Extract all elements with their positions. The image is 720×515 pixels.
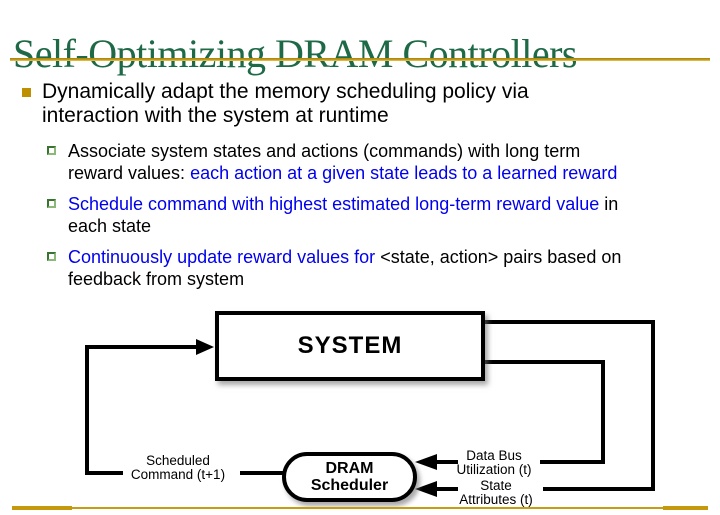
bullet-text-segment: <state, action> pairs based on [380, 247, 622, 267]
bullet-text-segment: Dynamically adapt the memory scheduling … [42, 80, 529, 103]
data-bus-utilization-line [485, 360, 605, 464]
scheduled-command-line [85, 345, 197, 475]
scheduled-command-label-line2: Command (t+1) [130, 467, 226, 482]
data-bus-label-line2: Utilization (t) [456, 462, 532, 477]
sub-bullet-item: Continuously update reward values for <s… [0, 246, 720, 290]
bullet-item: Dynamically adapt the memory scheduling … [0, 80, 720, 128]
system-box-label: SYSTEM [297, 332, 403, 359]
bullet-text-segment: reward values: [68, 163, 191, 183]
slide-title: Self-Optimizing DRAM Controllers [13, 30, 577, 76]
bullet-line: each state [68, 215, 720, 237]
state-attributes-label: State Attributes (t) [435, 479, 557, 507]
sub-bullet-item: Associate system states and actions (com… [0, 140, 720, 184]
scheduled-command-label-line1: Scheduled [146, 453, 210, 468]
bullet-text-segment: Associate system states and actions (com… [68, 141, 581, 161]
bullet-line: Dynamically adapt the memory scheduling … [42, 80, 720, 104]
footer-rule-right-accent [663, 506, 708, 510]
sub-bullet-square-icon [47, 252, 56, 261]
dram-scheduler-label-line2: Scheduler [310, 477, 389, 494]
bullet-line: feedback from system [68, 268, 720, 290]
bullet-text-segment: Continuously update reward values for [68, 247, 381, 267]
bullet-line: reward values: each action at a given st… [68, 162, 720, 184]
system-box: SYSTEM [215, 311, 485, 381]
bullet-text-segment: each action at a given state leads to a … [190, 163, 618, 183]
bullet-line: interaction with the system at runtime [42, 104, 720, 128]
title-underline-rule [10, 58, 710, 61]
bullet-line: Continuously update reward values for <s… [68, 246, 720, 268]
feedback-loop-lines [85, 320, 655, 497]
bullet-text-segment: interaction with the system at runtime [42, 104, 389, 127]
bullet-line: Schedule command with highest estimated … [68, 193, 720, 215]
sub-bullet-square-icon [47, 146, 56, 155]
feedback-loop-diagram: SYSTEM DRAM Scheduler Scheduled Command … [0, 300, 720, 515]
sub-bullet-square-icon [47, 199, 56, 208]
bullet-list: Dynamically adapt the memory scheduling … [0, 80, 720, 299]
bullet-text-segment: Schedule command with highest estimated … [68, 194, 600, 214]
footer-rule-left-accent [12, 506, 72, 510]
state-attributes-line [485, 320, 655, 491]
sub-bullet-item: Schedule command with highest estimated … [0, 193, 720, 237]
arrowhead-into-system-icon [196, 339, 214, 355]
scheduled-command-label: Scheduled Command (t+1) [88, 454, 268, 482]
dram-scheduler-box: DRAM Scheduler [282, 452, 417, 502]
data-bus-utilization-label: Data Bus Utilization (t) [433, 449, 555, 477]
footer-rule [12, 507, 707, 509]
state-label-line2: Attributes (t) [459, 492, 533, 507]
bullet-text-segment: each state [68, 216, 152, 236]
bullet-line: Associate system states and actions (com… [68, 140, 720, 162]
arrowhead-state-icon [415, 481, 437, 497]
arrowhead-data-bus-icon [415, 454, 437, 470]
dram-scheduler-label-line1: DRAM [325, 460, 374, 477]
state-label-line1: State [480, 478, 512, 493]
bullet-text-segment: in [599, 194, 619, 214]
data-bus-label-line1: Data Bus [466, 448, 522, 463]
bullet-square-icon [22, 88, 31, 97]
bullet-text-segment: feedback from system [68, 269, 245, 289]
